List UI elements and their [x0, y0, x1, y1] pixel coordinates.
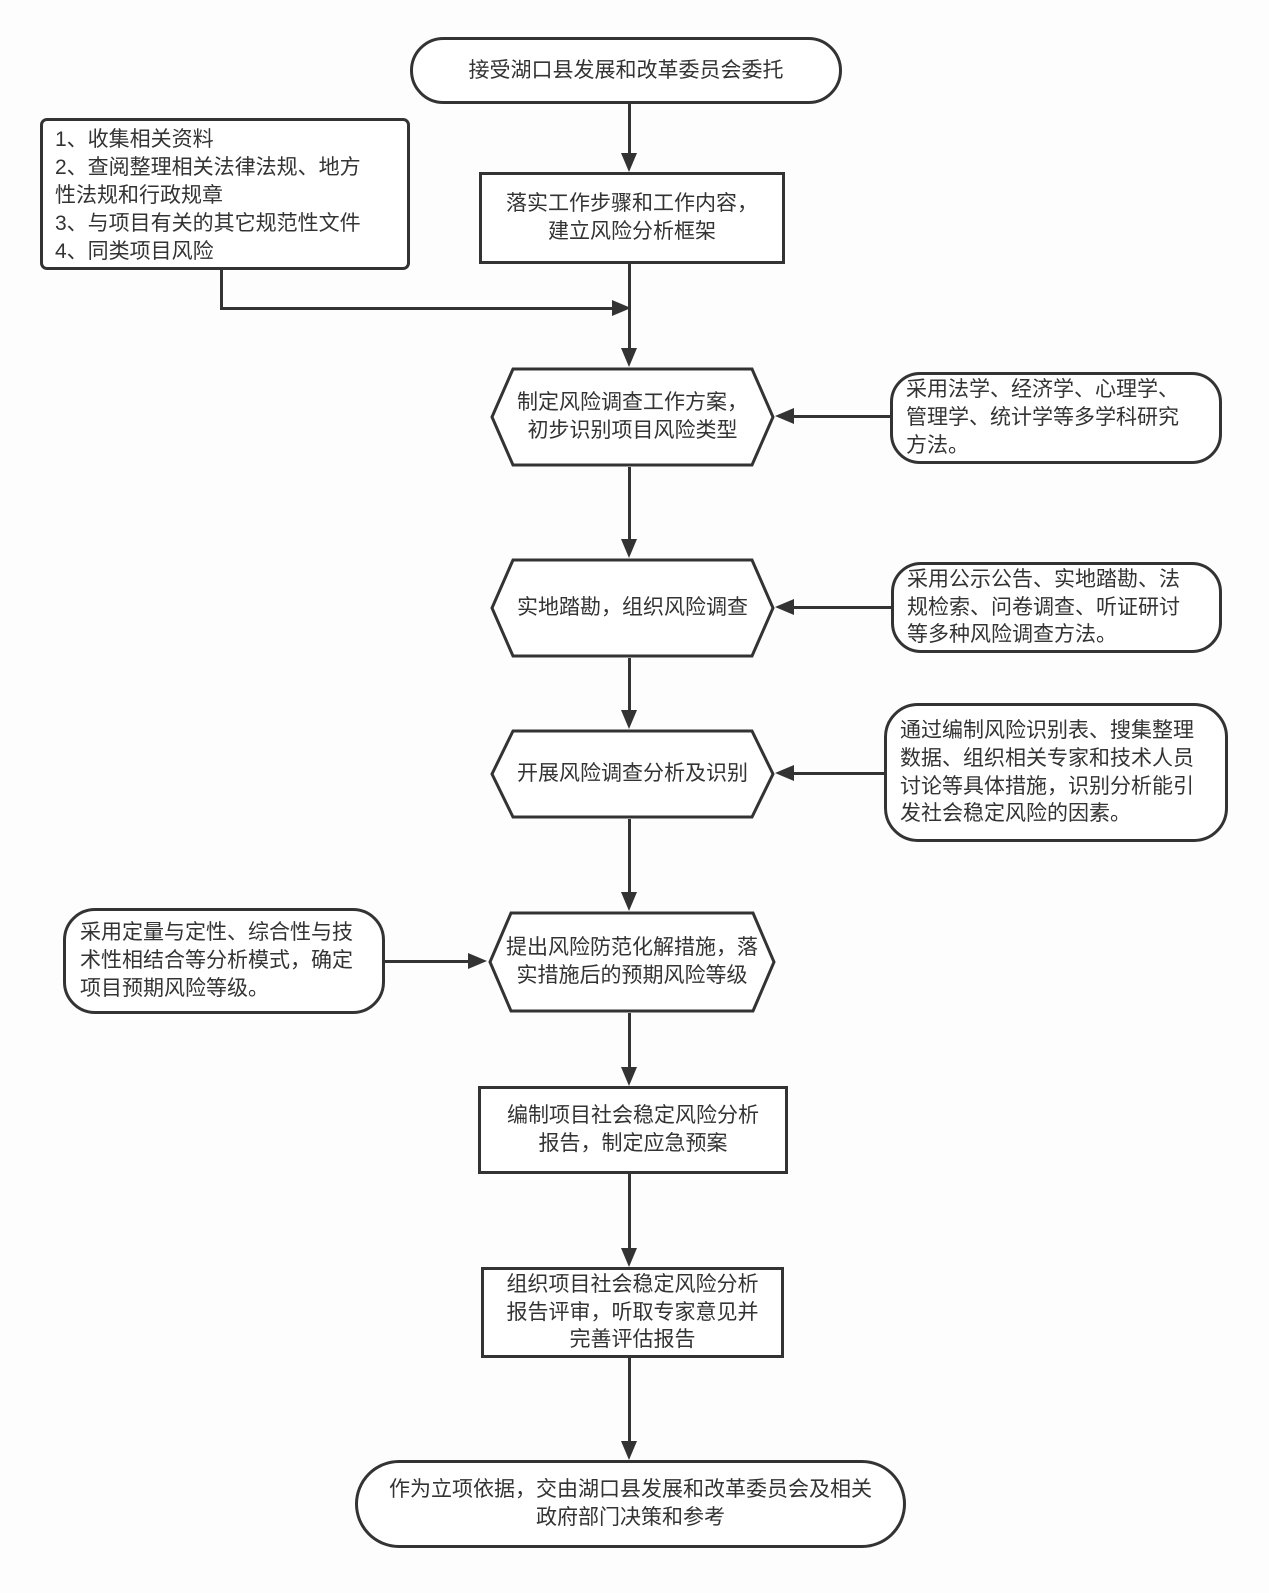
connector-measures-to-report-line — [628, 1013, 631, 1068]
note-survey-methods: 采用公示公告、实地踏勘、法规检索、问卷调查、听证研讨等多种风险调查方法。 — [891, 562, 1222, 653]
node-step-survey-hexagon: 实地踏勘，组织风险调查 — [490, 558, 775, 658]
node-step-report: 编制项目社会稳定风险分析报告，制定应急预案 — [478, 1086, 788, 1174]
node-step-plan-hexagon: 制定风险调查工作方案，初步识别项目风险类型 — [490, 367, 775, 467]
arrow-down-icon — [621, 153, 637, 172]
connector-framework-to-plan-line — [628, 264, 631, 349]
arrow-down-icon — [621, 348, 637, 367]
note-multidiscipline-methods: 采用法学、经济学、心理学、管理学、统计学等多学科研究方法。 — [890, 372, 1222, 464]
arrow-left-icon — [775, 765, 794, 781]
connector-report-to-review-line — [628, 1174, 631, 1249]
note-multidiscipline-label: 采用法学、经济学、心理学、管理学、统计学等多学科研究方法。 — [906, 378, 1179, 457]
node-start-terminator: 接受湖口县发展和改革委员会委托 — [410, 37, 842, 104]
arrow-right-icon — [468, 953, 487, 969]
node-step-review: 组织项目社会稳定风险分析报告评审，听取专家意见并完善评估报告 — [481, 1267, 784, 1358]
note-identify-measures: 通过编制风险识别表、搜集整理数据、组织相关专家和技术人员讨论等具体措施，识别分析… — [884, 703, 1228, 842]
node-input-materials-list: 1、收集相关资料 2、查阅整理相关法律法规、地方性法规和行政规章 3、与项目有关… — [40, 118, 410, 270]
connector-note3-to-identify-line — [793, 772, 884, 775]
note-analysis-mode: 采用定量与定性、综合性与技术性相结合等分析模式，确定项目预期风险等级。 — [63, 908, 385, 1014]
node-step-measures-label: 提出风险防范化解措施，落实措施后的预期风险等级 — [506, 936, 758, 987]
note-survey-methods-label: 采用公示公告、实地踏勘、法规检索、问卷调查、听证研讨等多种风险调查方法。 — [907, 567, 1180, 647]
node-step-framework: 落实工作步骤和工作内容，建立风险分析框架 — [479, 172, 785, 264]
arrow-down-icon — [621, 710, 637, 729]
node-end-terminator: 作为立项依据，交由湖口县发展和改革委员会及相关政府部门决策和参考 — [355, 1460, 906, 1548]
note-identify-measures-label: 通过编制风险识别表、搜集整理数据、组织相关专家和技术人员讨论等具体措施，识别分析… — [900, 718, 1194, 826]
connector-review-to-end-line — [628, 1358, 631, 1442]
hexagon-shape — [490, 558, 775, 658]
note-analysis-mode-label: 采用定量与定性、综合性与技术性相结合等分析模式，确定项目预期风险等级。 — [80, 921, 353, 1000]
list-item-3: 3、与项目有关的其它规范性文件 — [55, 211, 361, 235]
node-step-report-label: 编制项目社会稳定风险分析报告，制定应急预案 — [507, 1104, 759, 1155]
connector-note2-to-survey-line — [793, 606, 891, 609]
arrow-down-icon — [621, 539, 637, 558]
node-step-identify-hexagon: 开展风险调查分析及识别 — [490, 729, 775, 819]
list-item-1: 1、收集相关资料 — [55, 128, 214, 151]
node-step-framework-label: 落实工作步骤和工作内容，建立风险分析框架 — [506, 192, 758, 243]
connector-note1-to-plan-line — [793, 415, 890, 418]
connector-identify-to-measures-line — [628, 819, 631, 893]
hexagon-shape — [488, 911, 776, 1013]
node-start-label: 接受湖口县发展和改革委员会委托 — [468, 58, 784, 82]
arrow-down-icon — [621, 1067, 637, 1086]
connector-survey-to-identify-line — [628, 658, 631, 711]
connector-list-elbow-vline — [220, 270, 223, 310]
arrow-down-icon — [621, 892, 637, 911]
connector-plan-to-survey-line — [628, 467, 631, 540]
node-step-review-label: 组织项目社会稳定风险分析报告评审，听取专家意见并完善评估报告 — [506, 1272, 759, 1352]
hexagon-shape — [490, 367, 775, 467]
list-item-2: 2、查阅整理相关法律法规、地方性法规和行政规章 — [55, 155, 361, 207]
arrow-down-icon — [621, 1441, 637, 1460]
node-step-plan-label: 制定风险调查工作方案，初步识别项目风险类型 — [517, 391, 748, 442]
arrow-left-icon — [775, 599, 794, 615]
arrow-right-icon — [612, 300, 631, 316]
arrow-left-icon — [775, 408, 794, 424]
node-step-identify-label: 开展风险调查分析及识别 — [517, 762, 748, 786]
connector-start-to-framework-line — [628, 104, 631, 153]
connector-note4-to-measures-line — [385, 960, 470, 963]
hexagon-shape — [490, 729, 775, 819]
connector-list-elbow-hline — [220, 307, 612, 310]
node-step-survey-label: 实地踏勘，组织风险调查 — [517, 596, 748, 620]
arrow-down-icon — [621, 1248, 637, 1267]
node-end-label: 作为立项依据，交由湖口县发展和改革委员会及相关政府部门决策和参考 — [389, 1478, 872, 1529]
node-step-measures-hexagon: 提出风险防范化解措施，落实措施后的预期风险等级 — [488, 911, 776, 1013]
list-item-4: 4、同类项目风险 — [55, 239, 214, 263]
